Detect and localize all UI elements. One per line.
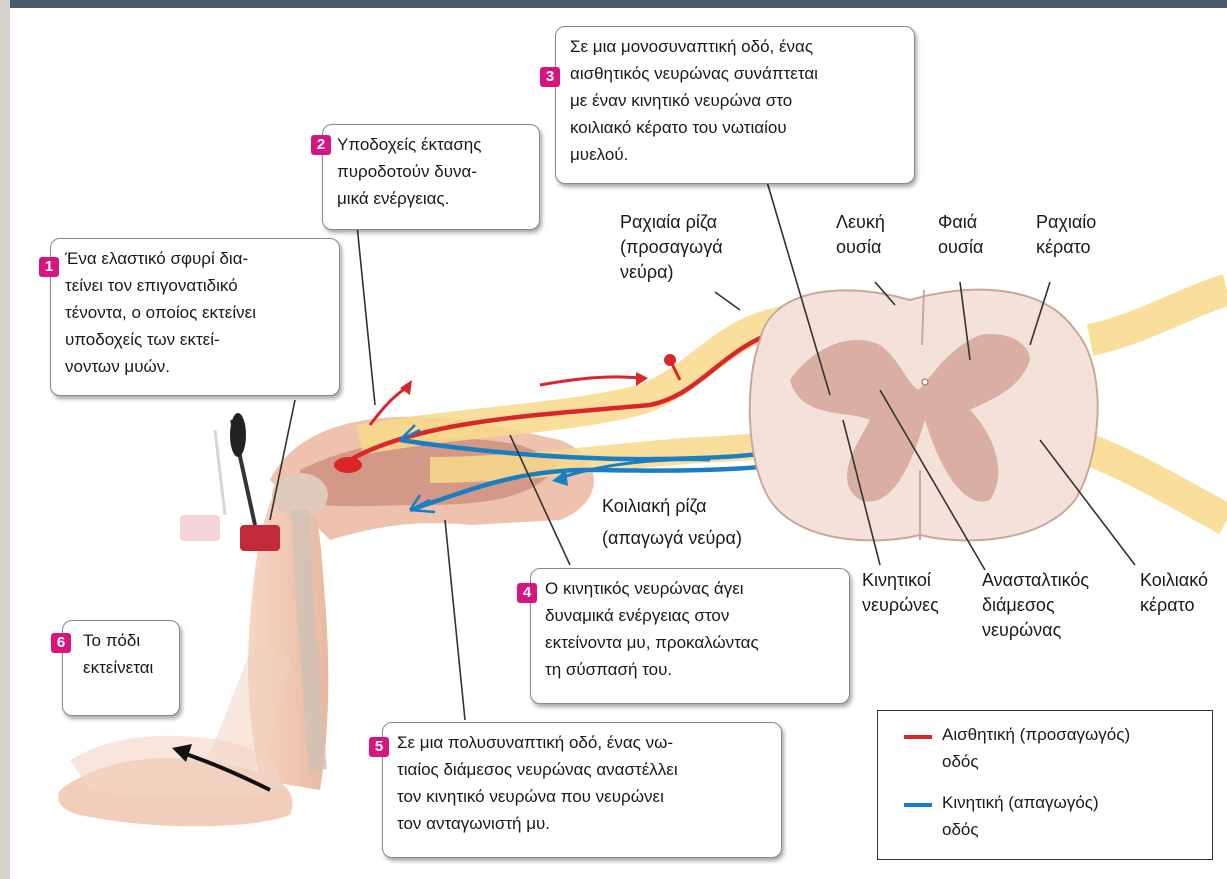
ventral-root-line-2: (απαγωγά νεύρα) [602, 522, 742, 554]
interneuron-line-2: διάμεσος [982, 593, 1089, 618]
interneuron-line-3: νευρώνας [982, 618, 1089, 643]
step-1-badge: 1 [39, 257, 59, 277]
white-matter-label: Λευκή ουσία [836, 210, 885, 260]
step-4-line-3: εκτείνοντα μυ, προκαλώντας [545, 629, 837, 656]
step-1-callout: 1 Ένα ελαστικό σφυρί δια- τείνει τον επι… [50, 238, 340, 396]
step-3-line-4: κοιλιακό κέρατο του νωτιαίου [570, 114, 902, 141]
step-6-line-2: εκτείνεται [83, 654, 167, 681]
step-3-line-3: με έναν κινητικό νευρώνα στο [570, 87, 902, 114]
step-3-badge: 3 [540, 67, 560, 87]
motor-neurons-line-1: Κινητικοί [862, 568, 939, 593]
motor-legend-line [904, 803, 932, 807]
step-4-callout: 4 Ο κινητικός νευρώνας άγει δυναμικά ενέ… [530, 568, 850, 704]
ventral-root-label: Κοιλιακή ρίζα (απαγωγά νεύρα) [602, 490, 742, 554]
gray-matter-line-1: Φαιά [938, 210, 983, 235]
motor-legend-line-1: Κινητική (απαγωγός) [942, 789, 1099, 816]
step-1-line-3: τένοντα, ο οποίος εκτείνει [65, 299, 327, 326]
step-5-line-3: τον κινητικό νευρώνα που νευρώνει [397, 783, 769, 810]
step-4-badge: 4 [517, 583, 537, 603]
step-6-callout: 6 Το πόδι εκτείνεται [62, 620, 180, 716]
step-1-line-2: τείνει τον επιγονατιδικό [65, 272, 327, 299]
interneuron-label: Ανασταλτικός διάμεσος νευρώνας [982, 568, 1089, 643]
ventral-horn-line-1: Κοιλιακό [1140, 568, 1208, 593]
dorsal-root-line-2: (προσαγωγά [620, 235, 723, 260]
step-5-line-4: τον ανταγωνιστή μυ. [397, 810, 769, 837]
step-5-badge: 5 [369, 737, 389, 757]
step-4-line-1: Ο κινητικός νευρώνας άγει [545, 575, 837, 602]
gray-matter-line-2: ουσία [938, 235, 983, 260]
sensory-legend-line-2: οδός [942, 748, 1130, 775]
dorsal-horn-line-1: Ραχιαίο [1036, 210, 1096, 235]
step-4-line-2: δυναμικά ενέργειας στον [545, 602, 837, 629]
dorsal-root-line-3: νεύρα) [620, 260, 723, 285]
ventral-root-line-1: Κοιλιακή ρίζα [602, 490, 742, 522]
step-2-badge: 2 [311, 135, 331, 155]
gray-matter-label: Φαιά ουσία [938, 210, 983, 260]
motor-neurons-label: Κινητικοί νευρώνες [862, 568, 939, 618]
motor-neurons-line-2: νευρώνες [862, 593, 939, 618]
spinal-cord-section [750, 290, 1098, 541]
step-3-line-1: Σε μια μονοσυναπτική οδό, ένας [570, 33, 902, 60]
white-matter-line-2: ουσία [836, 235, 885, 260]
dorsal-root-label: Ραχιαία ρίζα (προσαγωγά νεύρα) [620, 210, 723, 285]
dorsal-horn-line-2: κέρατο [1036, 235, 1096, 260]
white-matter-line-1: Λευκή [836, 210, 885, 235]
dorsal-root-line-1: Ραχιαία ρίζα [620, 210, 723, 235]
step-1-line-5: νοντων μυών. [65, 353, 327, 380]
sensory-legend-line-1: Αισθητική (προσαγωγός) [942, 721, 1130, 748]
step-6-badge: 6 [51, 633, 71, 653]
step-5-line-2: τιαίος διάμεσος νευρώνας αναστέλλει [397, 756, 769, 783]
step-4-line-4: τη σύσπασή του. [545, 656, 837, 683]
ventral-horn-line-2: κέρατο [1140, 593, 1208, 618]
step-2-callout: 2 Υποδοχείς έκτασης πυροδοτούν δυνα- μικ… [322, 124, 540, 230]
step-6-line-1: Το πόδι [83, 627, 167, 654]
step-3-line-2: αισθητικός νευρώνας συνάπτεται [570, 60, 902, 87]
sensory-legend-label: Αισθητική (προσαγωγός) οδός [942, 721, 1130, 775]
step-1-line-1: Ένα ελαστικό σφυρί δια- [65, 245, 327, 272]
motor-legend-line-2: οδός [942, 816, 1099, 843]
dorsal-horn-label: Ραχιαίο κέρατο [1036, 210, 1096, 260]
motor-legend-label: Κινητική (απαγωγός) οδός [942, 789, 1099, 843]
step-2-line-2: πυροδοτούν δυνα- [337, 158, 527, 185]
step-5-callout: 5 Σε μια πολυσυναπτική οδό, ένας νω- τια… [382, 722, 782, 858]
step-1-line-4: υποδοχείς των εκτεί- [65, 326, 327, 353]
step-3-line-5: μυελού. [570, 141, 902, 168]
step-2-line-1: Υποδοχείς έκτασης [337, 131, 527, 158]
step-5-line-1: Σε μια πολυσυναπτική οδό, ένας νω- [397, 729, 769, 756]
interneuron-line-1: Ανασταλτικός [982, 568, 1089, 593]
legend: Αισθητική (προσαγωγός) οδός Κινητική (απ… [877, 710, 1213, 860]
sensory-legend-line [904, 735, 932, 739]
step-2-line-3: μικά ενέργειας. [337, 185, 527, 212]
step-3-callout: 3 Σε μια μονοσυναπτική οδό, ένας αισθητι… [555, 26, 915, 184]
ventral-horn-label: Κοιλιακό κέρατο [1140, 568, 1208, 618]
